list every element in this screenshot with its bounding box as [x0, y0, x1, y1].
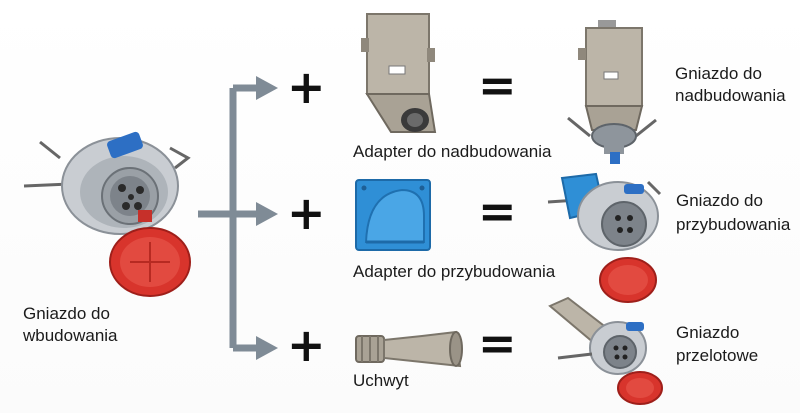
surface-socket-result-image	[567, 20, 657, 164]
result-label-row1-line2: nadbudowania	[675, 86, 786, 105]
surface-adapter-image	[361, 13, 437, 133]
arrow-top-head	[256, 76, 278, 100]
result-label-row3-line2: przelotowe	[676, 346, 759, 365]
blue-adapter-image	[355, 179, 431, 251]
equals-sign-row2: =	[478, 184, 517, 238]
result-label-row3-line1: Gniazdo	[676, 323, 740, 342]
arrow-bottom-head	[256, 336, 278, 360]
result-label-row2-line1: Gniazdo do	[676, 191, 763, 210]
adapter-label-row2: Adapter do przybudowania	[353, 262, 556, 281]
inline-socket-result-image	[548, 296, 663, 405]
plus-sign-row1: +	[287, 60, 326, 114]
equals-sign-row1: =	[478, 58, 517, 112]
plus-sign-row3: +	[287, 318, 326, 372]
side-socket-result-image	[547, 172, 662, 303]
result-label-row2-line2: przybudowania	[676, 215, 791, 234]
arrow-middle-head	[256, 202, 278, 226]
plus-sign-row2: +	[287, 186, 326, 240]
equals-sign-row3: =	[478, 316, 517, 370]
adapter-label-row1: Adapter do nadbudowania	[353, 142, 552, 161]
handle-adapter-image	[355, 330, 463, 368]
adapter-label-row3: Uchwyt	[353, 371, 409, 390]
result-label-row1-line1: Gniazdo do	[675, 64, 762, 83]
source-label-line2: wbudowania	[23, 326, 118, 345]
source-label-line1: Gniazdo do	[23, 304, 110, 323]
flush-socket-image	[23, 131, 191, 297]
